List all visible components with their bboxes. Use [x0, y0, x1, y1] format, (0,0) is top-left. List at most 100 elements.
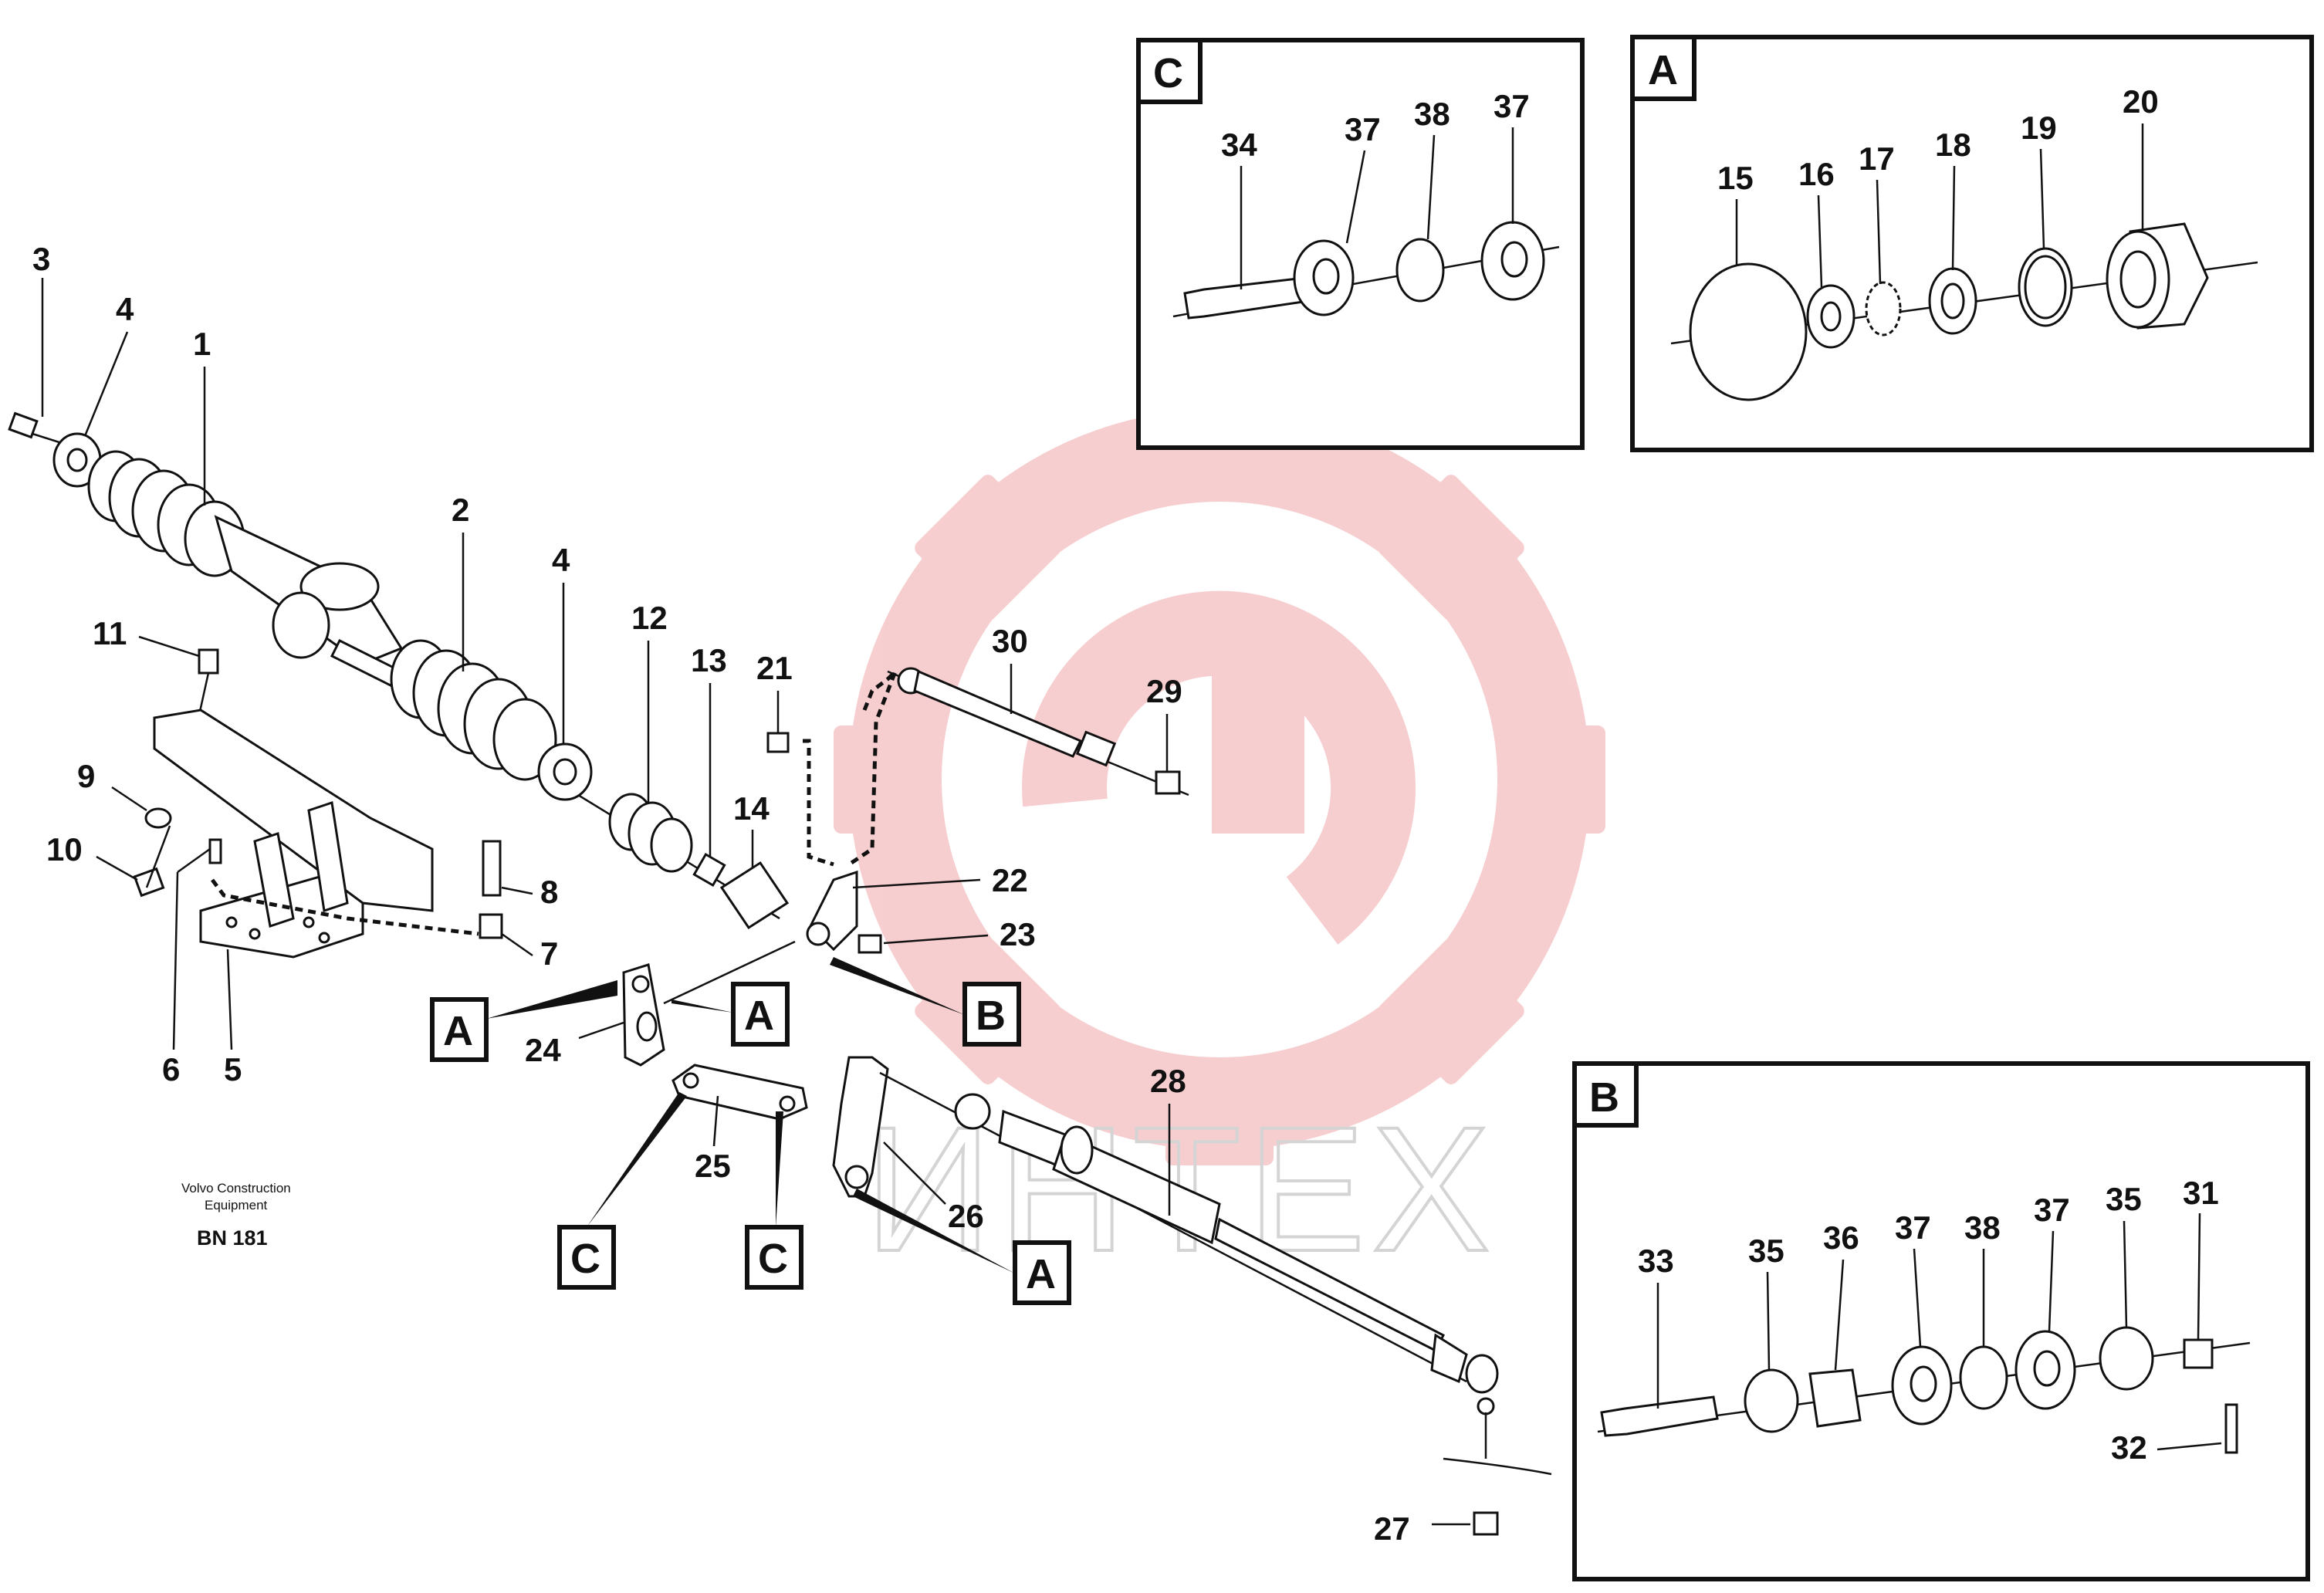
callout-4-right: 4 [552, 542, 570, 578]
drawing-code: BN 181 [197, 1226, 268, 1250]
ref-box-a-right-label: A [744, 993, 774, 1039]
detail-b-washer-35b [2099, 1326, 2154, 1391]
detail-b-label-box [1572, 1061, 1639, 1128]
ref-box-b-label: B [976, 993, 1006, 1039]
ref-box-b [962, 982, 1021, 1047]
pin-6 [208, 838, 222, 864]
callout-4-left: 4 [116, 291, 134, 327]
boot-12 [608, 793, 693, 873]
detail-c-sleeve-38 [1395, 238, 1445, 303]
bolt-8 [482, 840, 502, 897]
ref-box-a-bottom [1013, 1240, 1071, 1305]
detail-a-lockwasher-17 [1865, 281, 1902, 337]
callout-3: 3 [32, 241, 50, 277]
maker-line-2: Equipment [205, 1198, 268, 1213]
detail-b-cotter-pin-32 [2224, 1403, 2238, 1454]
steering-rack-assembly [8, 411, 1552, 1536]
detail-c-callout-38: 38 [1414, 96, 1450, 132]
callout-9: 9 [77, 758, 95, 794]
callout-24: 24 [525, 1032, 561, 1068]
callout-26: 26 [948, 1198, 984, 1234]
pinion-cap [272, 591, 330, 659]
callout-21: 21 [756, 650, 793, 686]
detail-c-label: C [1153, 50, 1183, 96]
cylinder-28 [879, 1071, 1499, 1415]
detail-b-panel: B 33 35 36 37 38 37 35 31 32 [1572, 1061, 2310, 1581]
sleeve-7 [479, 913, 503, 939]
reference-labels: A A B C C A [430, 957, 1071, 1305]
ref-box-a-bottom-label: A [1026, 1251, 1056, 1297]
detail-b-bolt-33 [1600, 1395, 1719, 1437]
detail-a-cap-15 [1689, 262, 1808, 401]
callout-8: 8 [540, 874, 558, 910]
main-callouts: 3 4 1 2 4 11 12 13 21 14 30 29 9 10 8 7 … [32, 241, 1410, 1547]
detail-a-callout-18: 18 [1935, 127, 1971, 163]
detail-a-panel: A 15 16 17 18 19 20 [1630, 35, 2314, 452]
detail-b-callout-37a: 37 [1895, 1209, 1931, 1246]
clip-11 [198, 648, 219, 675]
callout-7: 7 [540, 935, 558, 972]
ref-box-c-left [557, 1225, 616, 1290]
callout-23: 23 [1000, 916, 1036, 952]
detail-b-callout-35a: 35 [1748, 1233, 1784, 1269]
detail-c-callout-37a: 37 [1345, 111, 1381, 147]
ref-box-c-right-label: C [758, 1236, 788, 1282]
washer-9 [144, 807, 172, 829]
ref-box-a-right [731, 982, 790, 1047]
callout-27: 27 [1374, 1510, 1410, 1547]
ref-box-c-left-label: C [570, 1236, 600, 1282]
callout-25: 25 [695, 1148, 731, 1184]
callout-12: 12 [631, 600, 668, 636]
bracket-5 [153, 709, 434, 959]
callout-30: 30 [992, 623, 1028, 659]
detail-a-label-box [1630, 35, 1696, 101]
detail-b-callout-35b: 35 [2106, 1181, 2142, 1217]
nut-27 [1473, 1511, 1499, 1536]
bolt-3 [8, 411, 39, 439]
callout-5: 5 [224, 1051, 242, 1087]
detail-b-callout-31: 31 [2183, 1175, 2219, 1211]
bolt-23 [858, 934, 882, 954]
bellows-2 [390, 639, 557, 781]
ref-box-c-right [745, 1225, 803, 1290]
ref-box-a-left [430, 997, 489, 1062]
detail-a-callout-15: 15 [1717, 160, 1754, 196]
detail-b-callout-38: 38 [1964, 1209, 2001, 1246]
sleeve-14 [719, 861, 790, 930]
bellows-1 [87, 450, 245, 577]
detail-b-callout-37b: 37 [2034, 1192, 2070, 1228]
callout-13: 13 [691, 642, 727, 678]
maker-line-1: Volvo Construction [181, 1181, 291, 1196]
detail-b-callout-33: 33 [1638, 1243, 1674, 1279]
housing-boss [299, 562, 380, 611]
tie-rod-30 [887, 667, 1189, 796]
nut-21 [766, 732, 790, 753]
nut-13 [692, 852, 726, 888]
watermark-gear-logo [834, 394, 1605, 1165]
callout-22: 22 [992, 862, 1028, 898]
detail-b-washer-35a [1744, 1368, 1799, 1433]
detail-b-nut-31 [2183, 1338, 2214, 1369]
callout-14: 14 [733, 790, 770, 827]
detail-a-callout-16: 16 [1798, 156, 1835, 192]
footer: Volvo Construction Equipment BN 181 [181, 1181, 291, 1250]
callout-2: 2 [452, 492, 469, 528]
callout-6: 6 [162, 1051, 180, 1087]
detail-a-callout-20: 20 [2123, 83, 2159, 120]
detail-a-callout-19: 19 [2021, 110, 2057, 146]
detail-a-label: A [1648, 47, 1678, 93]
detail-b-sleeve-38 [1959, 1345, 2008, 1410]
detail-c-panel: C 34 37 38 37 [1136, 38, 1585, 450]
detail-c-callout-34: 34 [1221, 127, 1257, 163]
callout-10: 10 [46, 831, 83, 868]
callout-28: 28 [1150, 1063, 1186, 1099]
detail-b-sleeve-36 [1808, 1368, 1862, 1428]
callout-11: 11 [93, 615, 127, 651]
ref-box-a-left-label: A [443, 1008, 473, 1054]
callout-29: 29 [1146, 673, 1182, 709]
detail-b-callout-36: 36 [1823, 1219, 1859, 1256]
detail-c-callout-37b: 37 [1494, 88, 1530, 124]
callout-1: 1 [193, 326, 211, 362]
nut-29 [1155, 770, 1181, 795]
